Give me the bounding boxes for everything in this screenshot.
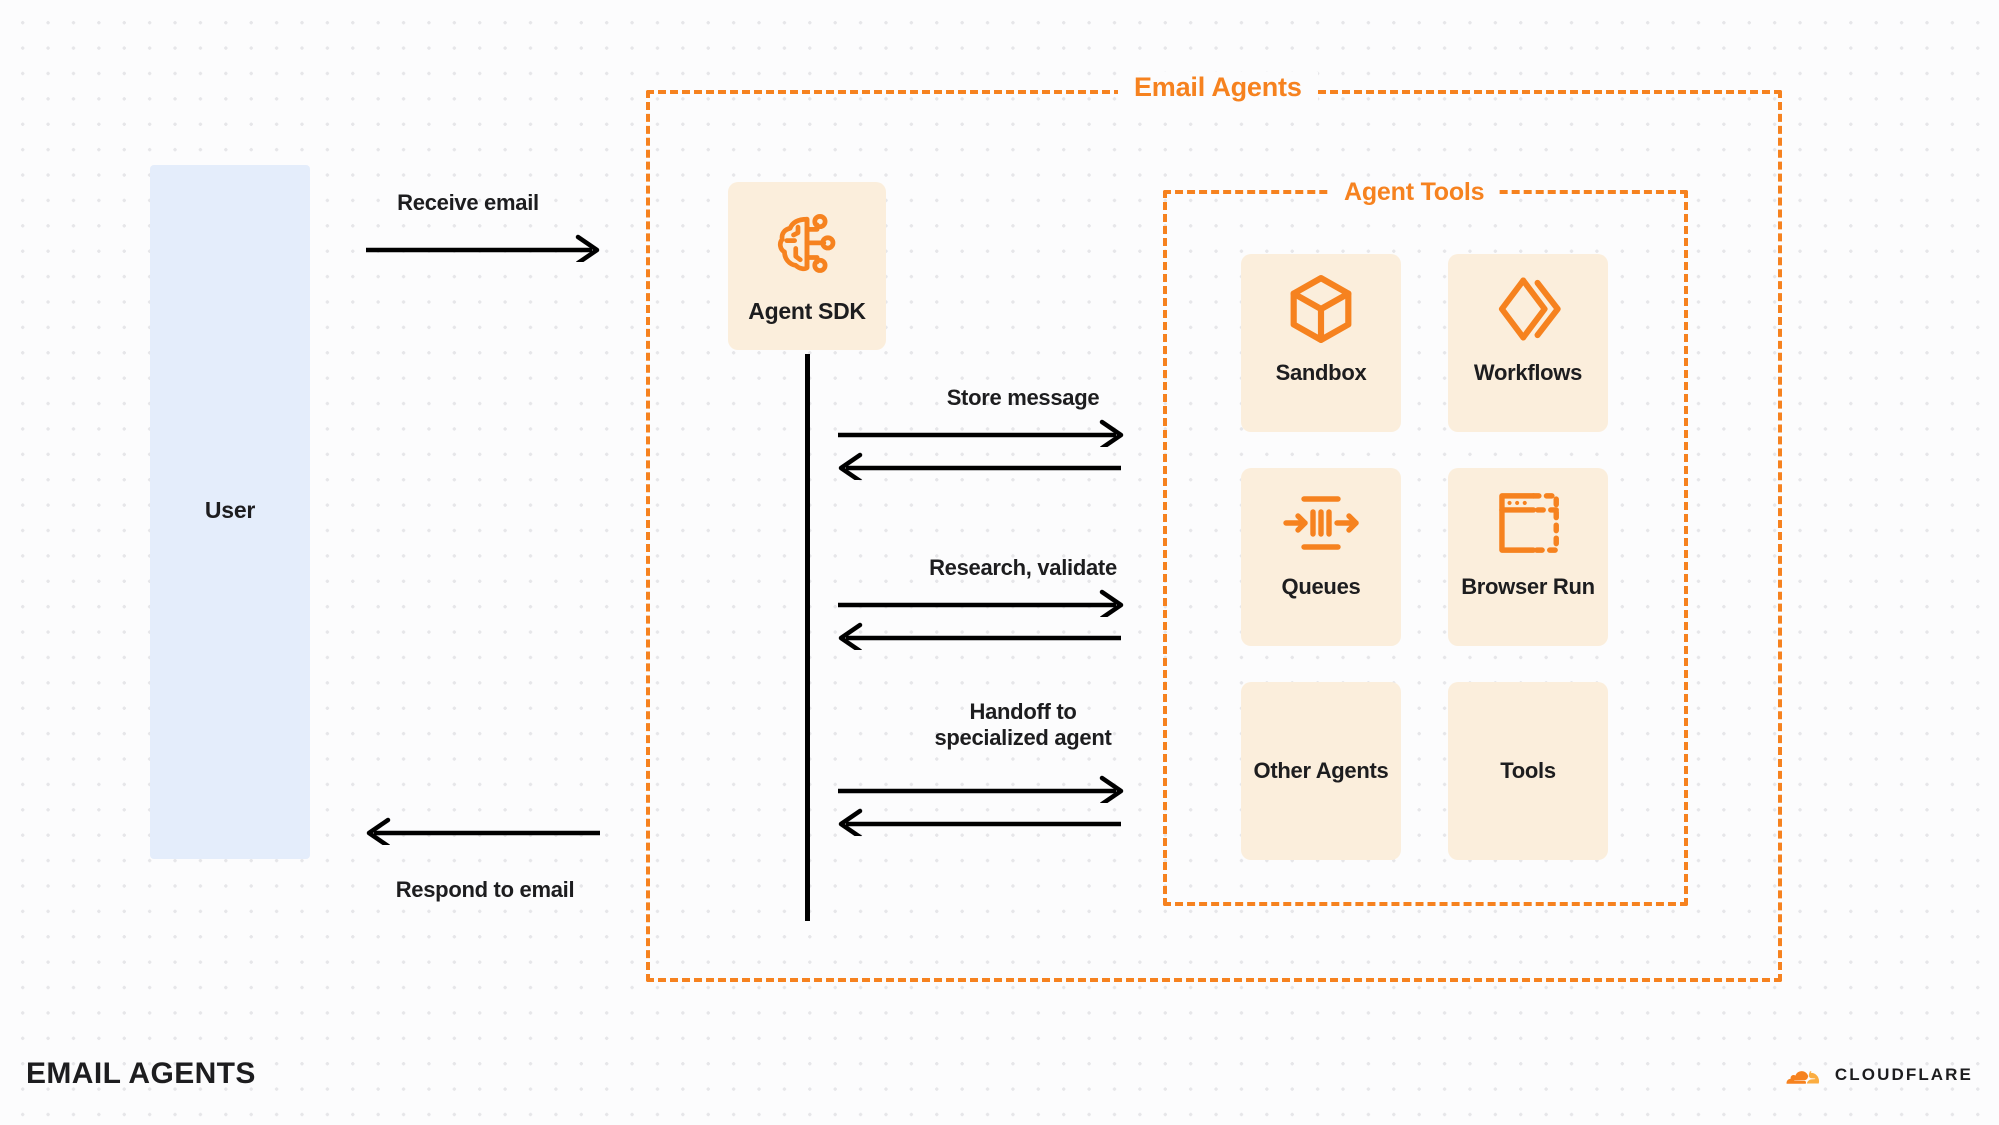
arrow-receive-email xyxy=(366,234,600,262)
cloudflare-cloud-icon xyxy=(1786,1071,1819,1084)
tool-label-workflows: Workflows xyxy=(1473,360,1583,385)
tool-label-other-agents: Other Agents xyxy=(1253,758,1389,784)
user-actor-label: User xyxy=(204,497,256,523)
queue-arrows-icon xyxy=(1241,468,1401,578)
tool-label-browser-run: Browser Run xyxy=(1461,574,1595,599)
arrow-research-validate-request xyxy=(838,589,1124,617)
arrow-research-validate-response xyxy=(838,622,1121,650)
tool-card-browser-run[interactable]: Browser Run xyxy=(1448,468,1608,646)
tool-card-queues[interactable]: Queues xyxy=(1241,468,1401,646)
arrow-handoff-response xyxy=(838,808,1121,836)
agent-tools-container-title: Agent Tools xyxy=(1330,178,1499,207)
tool-card-workflows[interactable]: Workflows xyxy=(1448,254,1608,432)
cube-icon xyxy=(1241,254,1401,364)
message-label-research-validate: Research, validate xyxy=(929,555,1117,580)
agent-sdk-label: Agent SDK xyxy=(748,297,866,324)
tool-label-queues: Queues xyxy=(1281,574,1361,599)
cloudflare-wordmark: CLOUDFLARE xyxy=(1834,1065,1973,1084)
arrow-store-message-request xyxy=(838,419,1124,447)
arrow-store-message-response xyxy=(838,452,1121,480)
message-label-handoff: Handoff to specialized agent xyxy=(934,699,1112,750)
cloudflare-brand: CLOUDFLARE xyxy=(1778,1062,1973,1088)
browser-window-dashed-icon xyxy=(1448,468,1608,578)
agent-sdk-lifeline xyxy=(805,354,810,921)
arrow-handoff-request xyxy=(838,775,1124,803)
tool-label-sandbox: Sandbox xyxy=(1275,360,1367,385)
email-agents-container-title: Email Agents xyxy=(1118,72,1318,103)
double-chevron-icon xyxy=(1448,254,1608,364)
page-title: EMAIL AGENTS xyxy=(26,1057,256,1090)
arrow-respond-to-email xyxy=(366,817,600,845)
message-label-respond-to-email: Respond to email xyxy=(395,877,575,902)
tool-card-sandbox[interactable]: Sandbox xyxy=(1241,254,1401,432)
tool-card-other-agents[interactable]: Other Agents xyxy=(1241,682,1401,860)
user-actor-block xyxy=(150,165,310,859)
tool-card-tools[interactable]: Tools xyxy=(1448,682,1608,860)
message-label-store-message: Store message xyxy=(946,385,1100,410)
tool-label-tools: Tools xyxy=(1500,758,1556,784)
message-label-receive-email: Receive email xyxy=(397,190,539,215)
brain-circuit-icon xyxy=(728,208,886,280)
agent-sdk-card[interactable]: Agent SDK xyxy=(728,182,886,350)
